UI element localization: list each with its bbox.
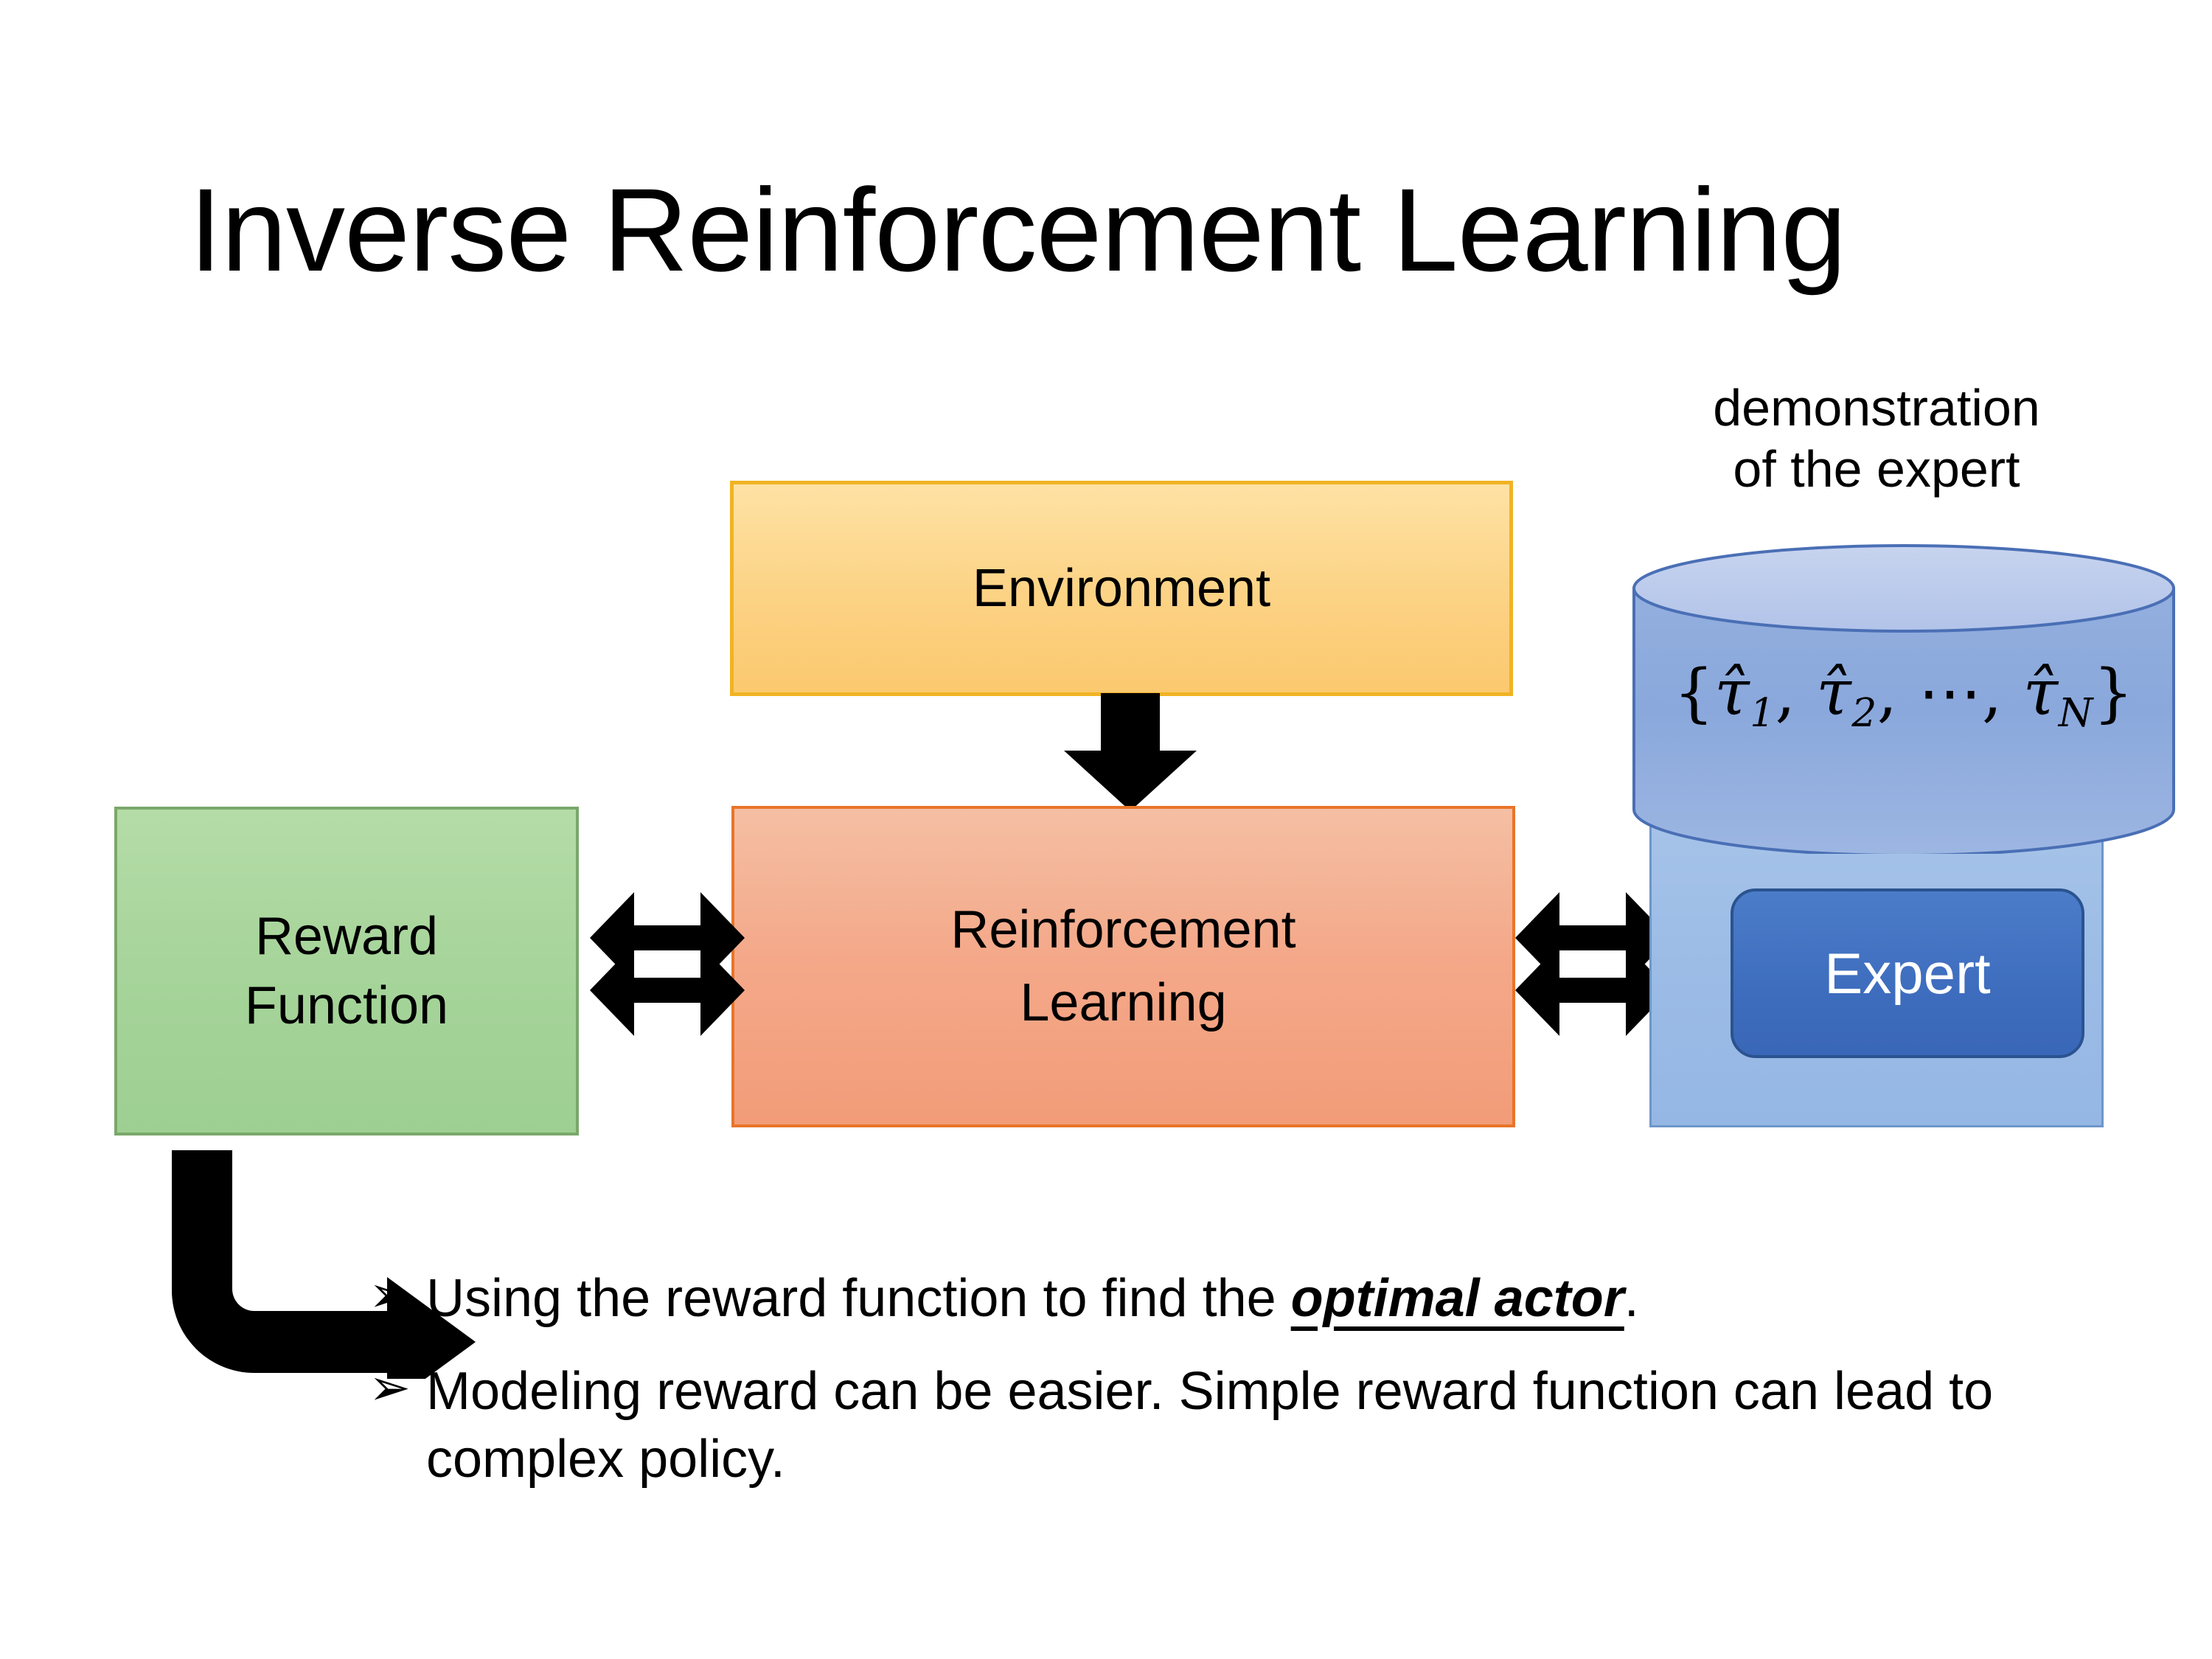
reinforcement-learning-label-line2: Learning <box>1020 973 1227 1032</box>
database-cylinder-icon <box>1632 544 2175 854</box>
bullet-marker-icon: ➢ <box>369 1360 411 1416</box>
bullet-text-after: . <box>1624 1269 1639 1328</box>
demonstration-caption-line1: demonstration <box>1713 379 2040 437</box>
bullet-list: ➢ Using the reward function to find the … <box>369 1265 2153 1518</box>
formula-close-brace: } <box>2093 656 2135 730</box>
double-arrow-reward-rl-icon <box>590 892 745 1036</box>
formula-subscript-n: N <box>2058 689 2093 736</box>
environment-box: Environment <box>730 481 1513 696</box>
arrow-down-icon <box>1064 693 1197 811</box>
formula-tau-n: τ̂ <box>2023 656 2059 730</box>
reinforcement-learning-label-line1: Reinforcement <box>950 900 1296 960</box>
formula-subscript-1: 1 <box>1750 689 1775 736</box>
expert-box: Expert <box>1731 888 2084 1058</box>
bullet-text: Using the reward function to find the op… <box>426 1265 1639 1332</box>
formula-tau-1: τ̂ <box>1714 656 1750 730</box>
list-item: ➢ Using the reward function to find the … <box>369 1265 2153 1332</box>
double-arrow-rl-expert-icon <box>1515 892 1670 1036</box>
formula-ellipsis: , ⋯, <box>1877 656 2023 730</box>
bullet-emphasis: optimal actor <box>1290 1269 1624 1328</box>
formula-tau-2: τ̂ <box>1816 656 1852 730</box>
bullet-marker-icon: ➢ <box>369 1267 411 1323</box>
reward-function-label-line1: Reward <box>254 906 439 966</box>
bullet-text-before: Using the reward function to find the <box>426 1269 1291 1328</box>
page-title: Inverse Reinforcement Learning <box>189 164 1847 296</box>
environment-label: Environment <box>972 559 1271 618</box>
trajectory-set-formula: {τ̂1, τ̂2, ⋯, τ̂N} <box>1631 656 2177 736</box>
reinforcement-learning-box: Reinforcement Learning <box>731 806 1515 1127</box>
expert-label: Expert <box>1824 940 1991 1006</box>
bullet-text: Modeling reward can be easier. Simple re… <box>426 1362 1994 1489</box>
list-item: ➢ Modeling reward can be easier. Simple … <box>369 1357 2153 1493</box>
reward-function-label-line2: Function <box>244 976 449 1035</box>
formula-separator-1: , <box>1775 656 1817 730</box>
demonstration-caption: demonstration of the expert <box>1641 378 2112 499</box>
formula-subscript-2: 2 <box>1851 689 1877 736</box>
formula-open-brace: { <box>1673 656 1715 730</box>
elbow-arrow-icon <box>172 1150 476 1379</box>
demonstration-caption-line2: of the expert <box>1733 439 2020 498</box>
reward-function-box: Reward Function <box>114 807 579 1135</box>
